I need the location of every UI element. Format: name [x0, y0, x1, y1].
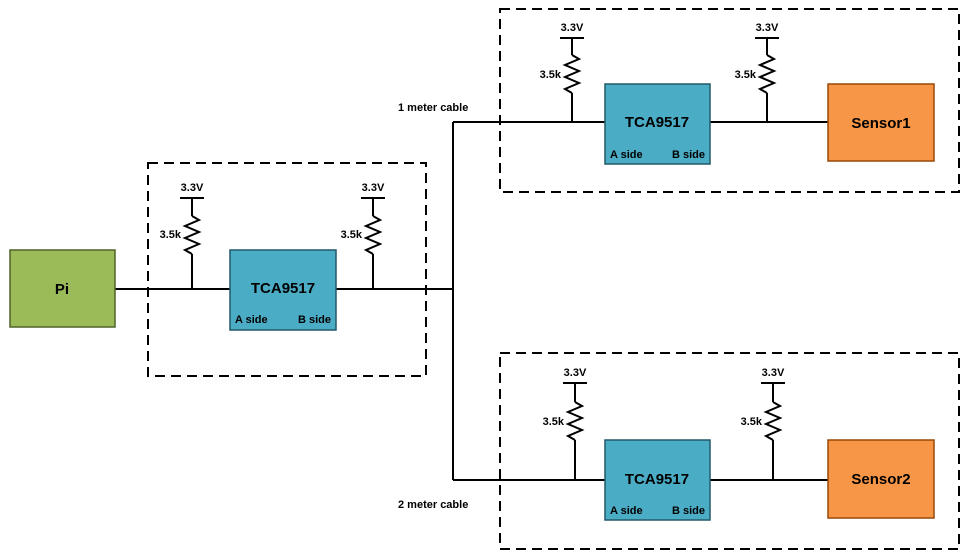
buffer-box: [604, 83, 711, 165]
pullup-voltage: 3.3V: [762, 367, 785, 379]
sensor2-block: Sensor2: [827, 439, 935, 519]
buffer-box: [604, 439, 711, 521]
pullup-resistor: 3.3V 3.5k: [741, 367, 785, 480]
buffer-label: TCA9517: [625, 471, 689, 488]
sensor-label: Sensor1: [851, 115, 910, 132]
module-boundary-sensor1: [499, 8, 960, 193]
pullup-voltage: 3.3V: [561, 22, 584, 34]
pullup-resistance: 3.5k: [741, 416, 763, 428]
sensor-label: Sensor2: [851, 471, 910, 488]
pullup-voltage: 3.3V: [564, 367, 587, 379]
pullup-resistor: 3.3V 3.5k: [341, 182, 385, 289]
sensor-box: [827, 83, 935, 162]
module-boundary-main: [147, 162, 427, 377]
bus-wires: [115, 121, 828, 481]
buffer-label: TCA9517: [251, 280, 315, 297]
buffer-sensor1: TCA9517 A side B side: [604, 83, 711, 165]
buffer-sensor2: TCA9517 A side B side: [604, 439, 711, 521]
pi-box: [9, 249, 116, 328]
pi-label: Pi: [55, 281, 69, 298]
pullup-resistance: 3.5k: [160, 229, 182, 241]
module-boundary-sensor2: [499, 352, 960, 550]
cable-label-1: 1 meter cable: [398, 102, 468, 114]
buffer-main: TCA9517 A side B side: [229, 249, 337, 331]
pullup-resistance: 3.5k: [341, 229, 363, 241]
pullup-resistor: 3.3V 3.5k: [540, 22, 584, 122]
buffer-label: TCA9517: [625, 114, 689, 131]
sensor-box: [827, 439, 935, 519]
pi-block: Pi: [9, 249, 116, 328]
buffer-b-side: B side: [672, 149, 705, 161]
pullup-resistance: 3.5k: [540, 69, 562, 81]
pullup-voltage: 3.3V: [362, 182, 385, 194]
pullup-voltage: 3.3V: [756, 22, 779, 34]
cable-label-2: 2 meter cable: [398, 499, 468, 511]
pullup-voltage: 3.3V: [181, 182, 204, 194]
buffer-box: [229, 249, 337, 331]
pullup-resistor: 3.3V 3.5k: [735, 22, 779, 122]
pullup-resistor: 3.3V 3.5k: [543, 367, 587, 480]
pullup-resistance: 3.5k: [543, 416, 565, 428]
buffer-b-side: B side: [672, 505, 705, 517]
buffer-a-side: A side: [610, 505, 643, 517]
pullup-resistor: 3.3V 3.5k: [160, 182, 204, 289]
pullup-resistance: 3.5k: [735, 69, 757, 81]
buffer-a-side: A side: [610, 149, 643, 161]
buffer-a-side: A side: [235, 314, 268, 326]
buffer-b-side: B side: [298, 314, 331, 326]
sensor1-block: Sensor1: [827, 83, 935, 162]
